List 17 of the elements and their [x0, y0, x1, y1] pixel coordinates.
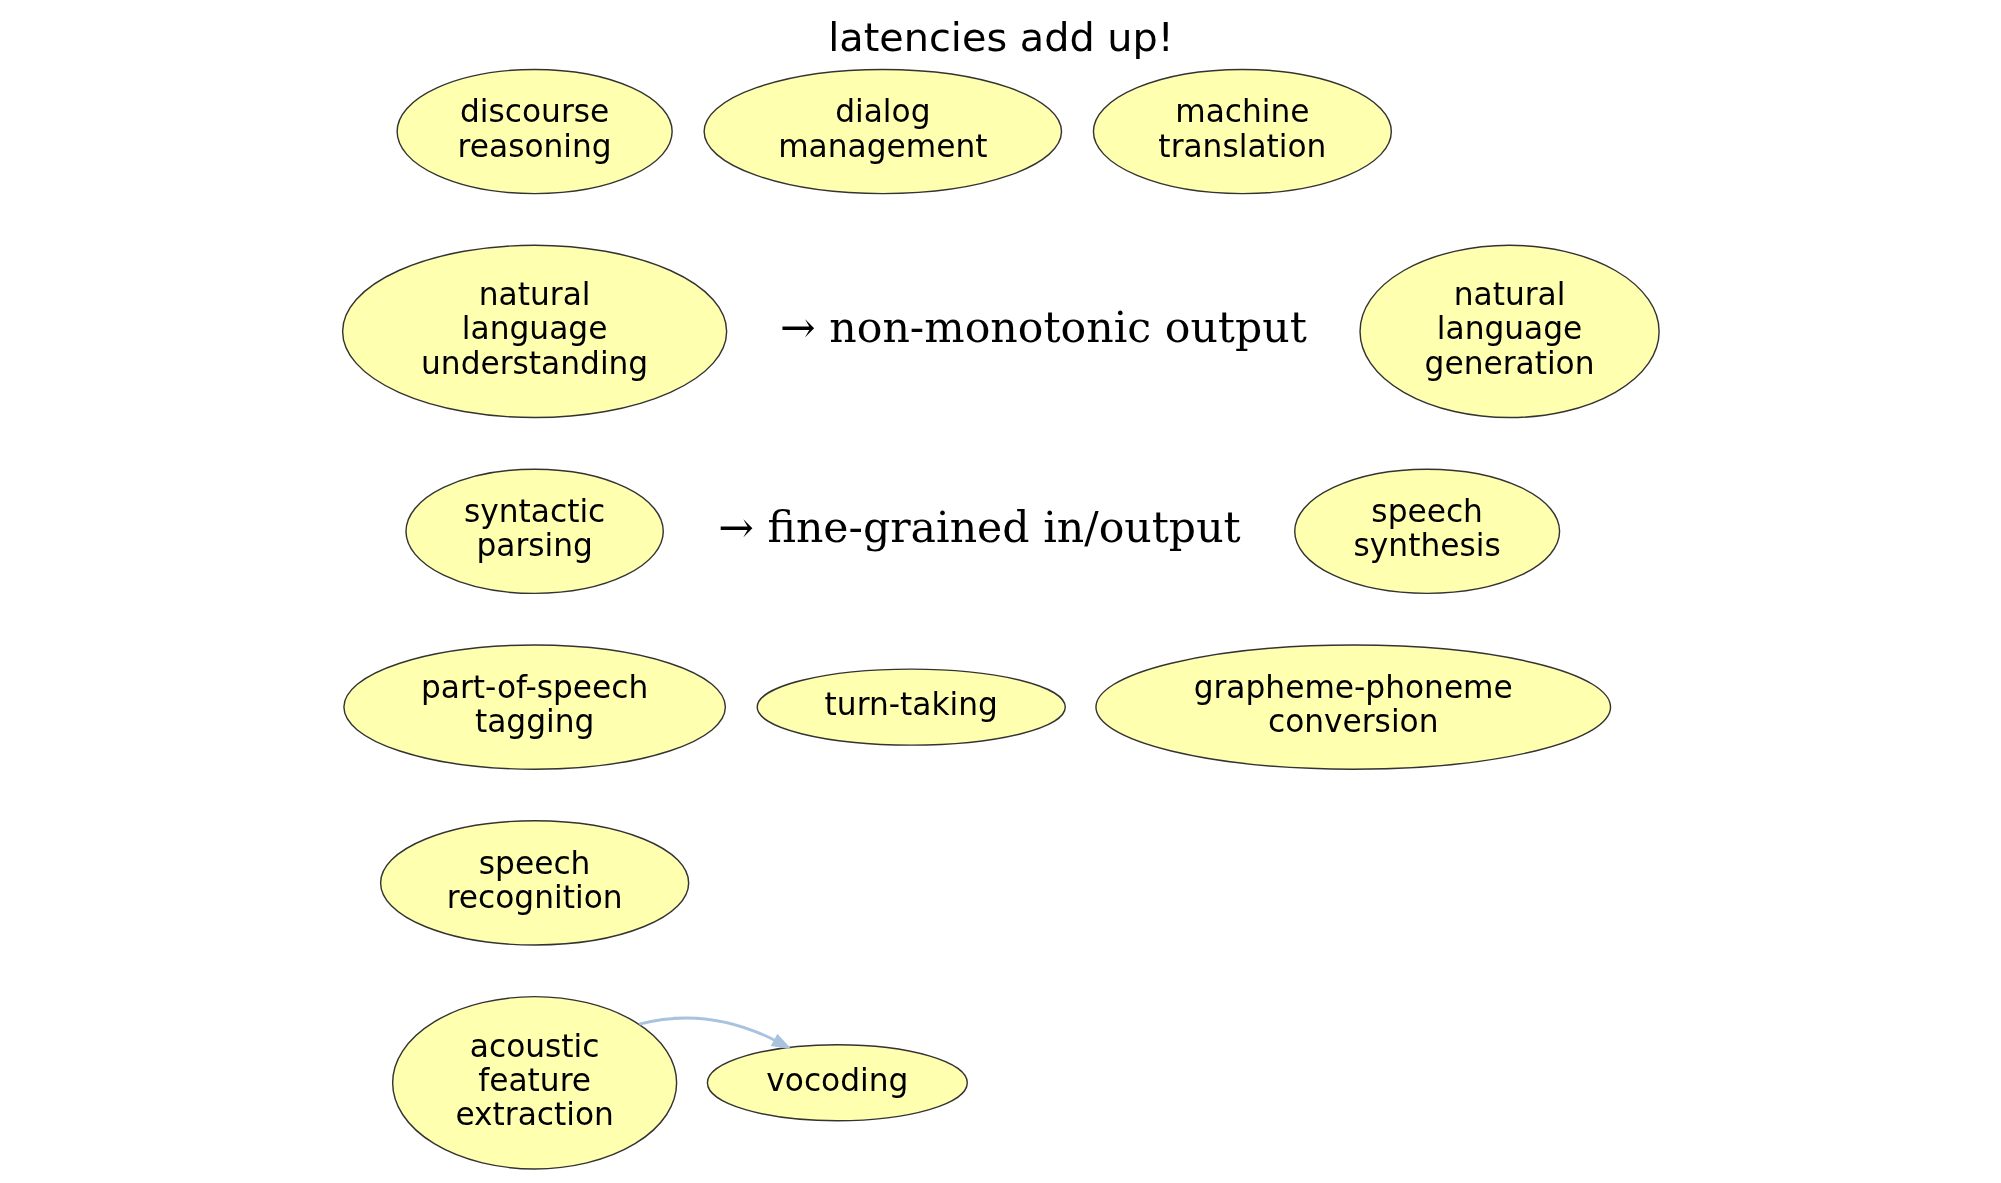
- node-ellipse: speech recognition: [379, 820, 689, 946]
- node-ellipse: discourse reasoning: [395, 68, 673, 195]
- arrow: [638, 1016, 792, 1050]
- diagram-title: latencies add up!: [827, 14, 1174, 61]
- node-ellipse: acoustic feature extraction: [391, 995, 677, 1170]
- node-ellipse: part-of-speech tagging: [342, 644, 726, 770]
- node-ellipse: vocoding: [706, 1044, 968, 1122]
- node-ellipse: natural language generation: [1358, 244, 1660, 419]
- node-ellipse: speech synthesis: [1293, 468, 1560, 595]
- node-ellipse: natural language understanding: [341, 244, 727, 419]
- label: → non-monotonic output: [779, 302, 1307, 353]
- node-ellipse: dialog management: [702, 68, 1062, 195]
- node-ellipse: grapheme-phoneme conversion: [1094, 644, 1611, 770]
- label: → fine-grained in/output: [717, 501, 1241, 552]
- node-ellipse: machine translation: [1092, 68, 1392, 195]
- node-ellipse: turn-taking: [756, 668, 1066, 746]
- node-ellipse: syntactic parsing: [404, 468, 664, 595]
